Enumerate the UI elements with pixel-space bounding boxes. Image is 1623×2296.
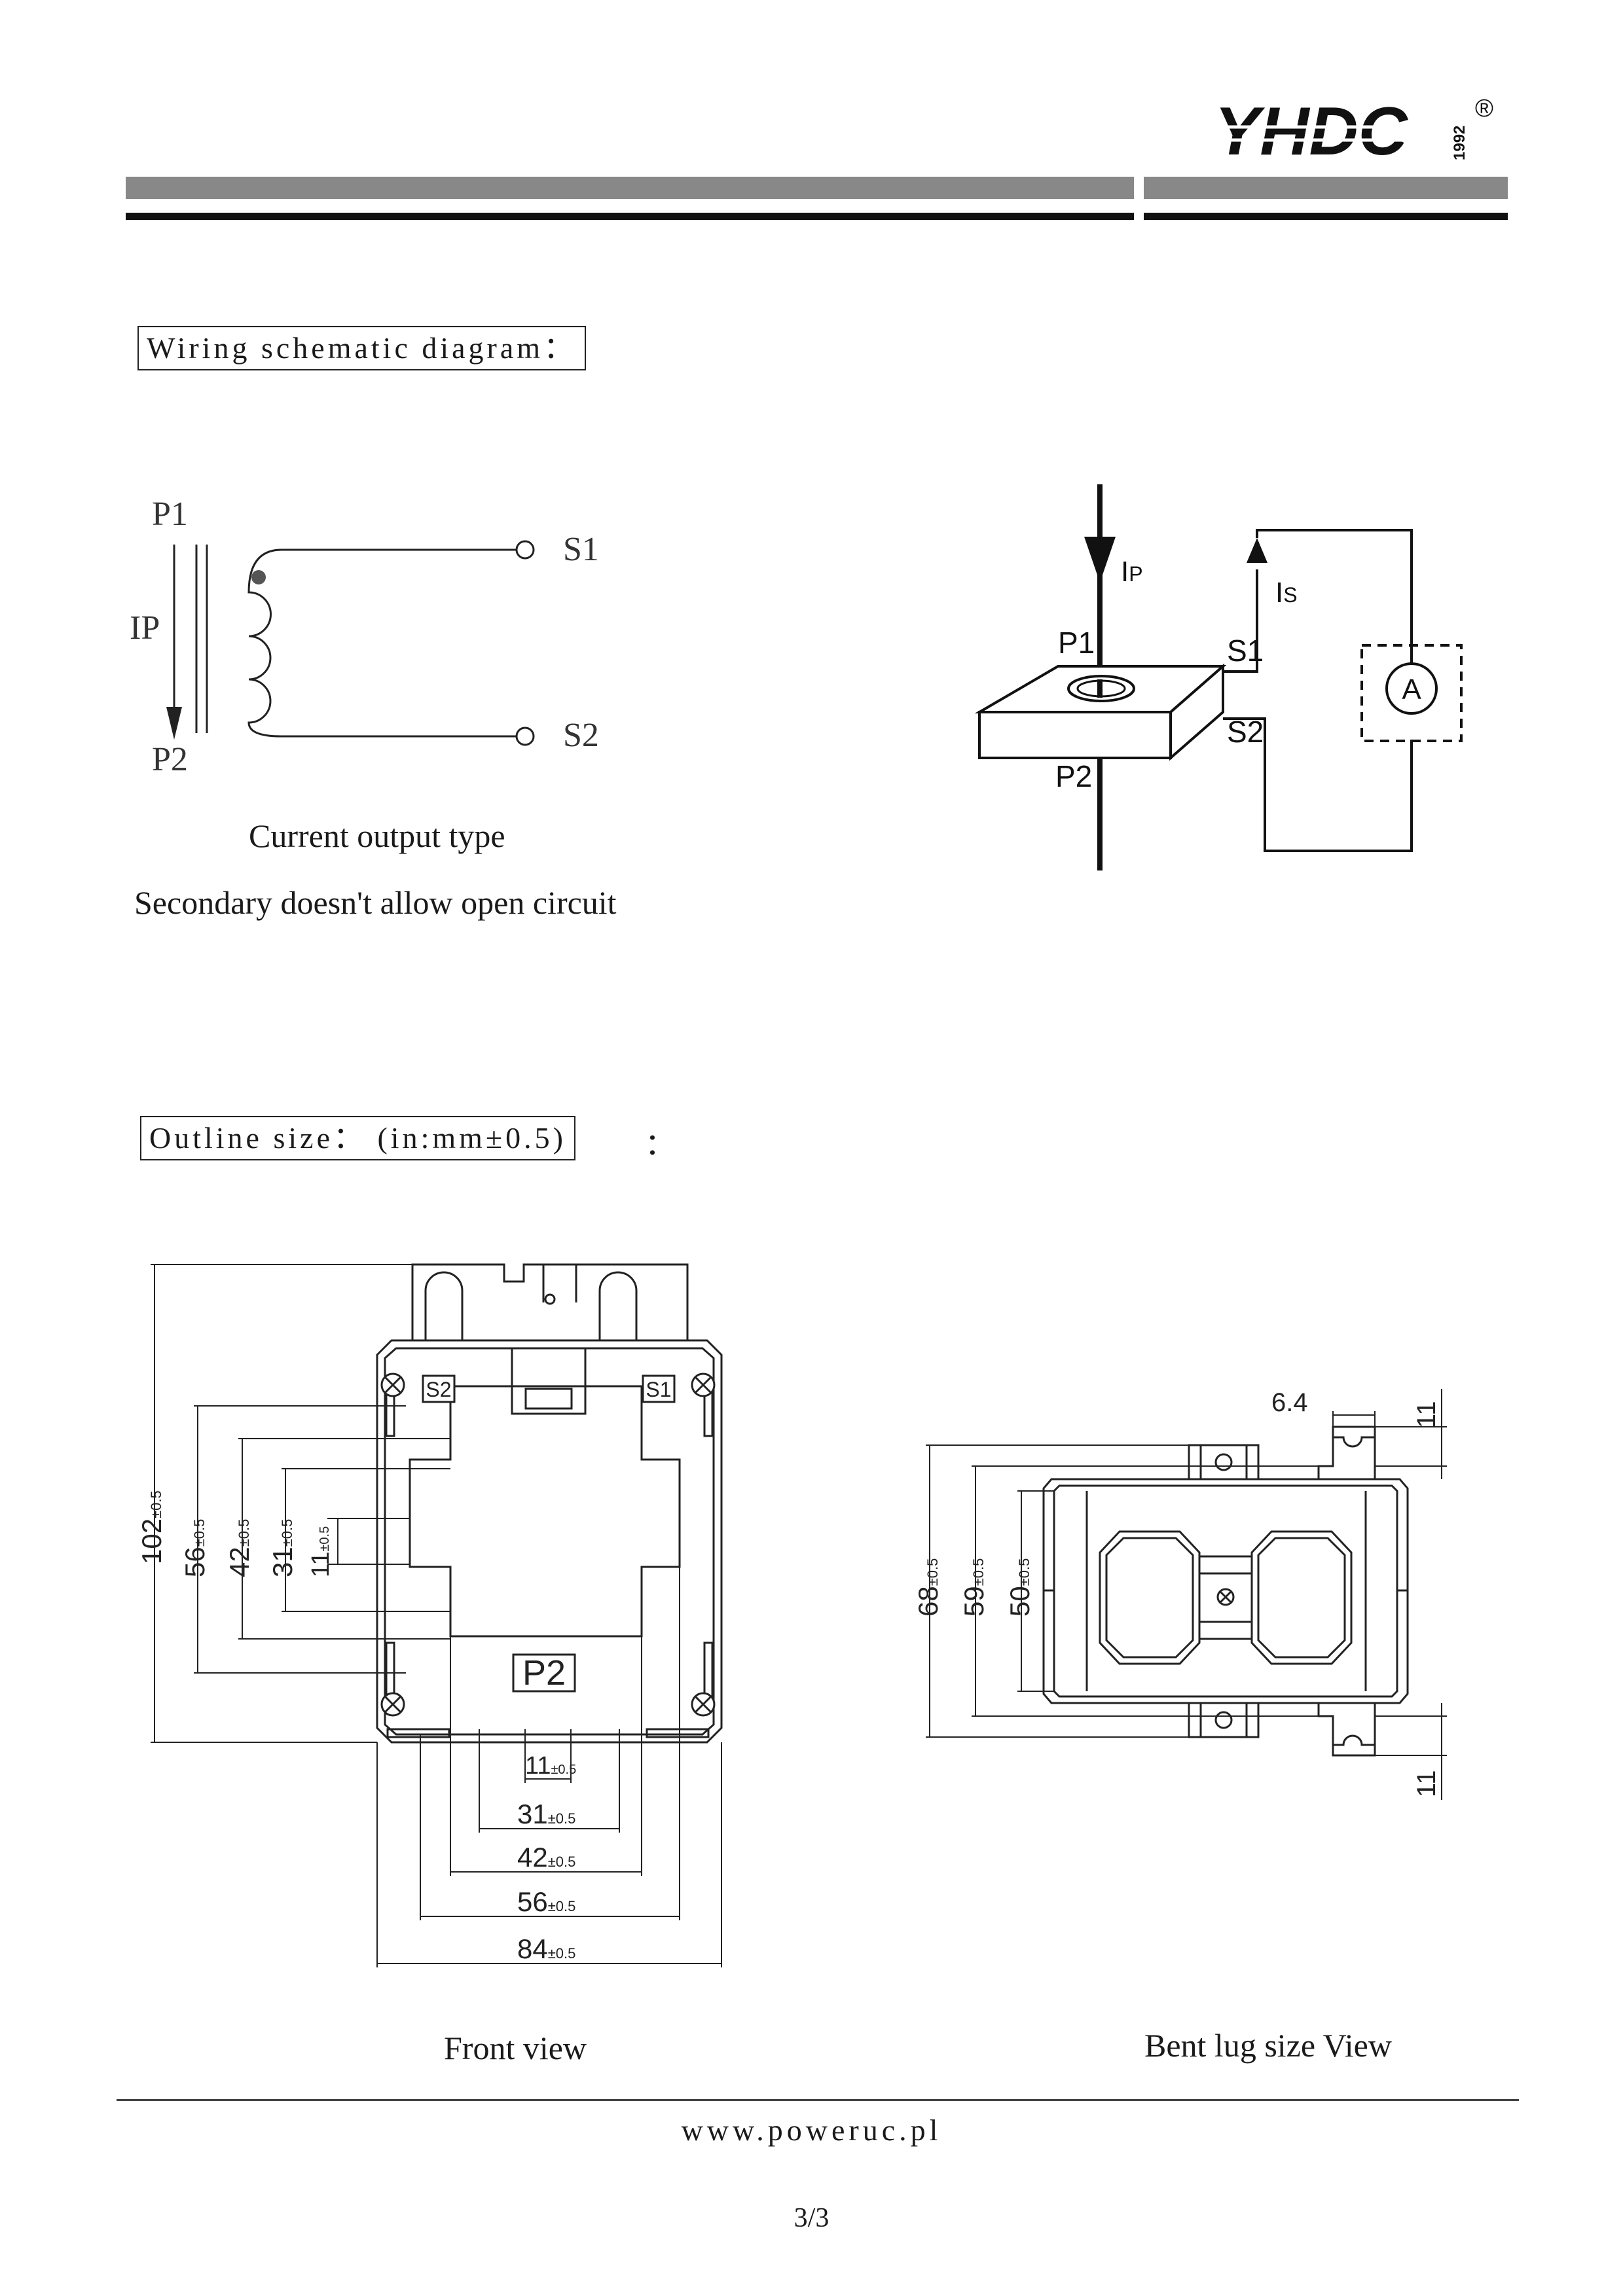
primary-current-label: IP xyxy=(130,609,160,647)
primary-current-arrow-icon xyxy=(1084,537,1116,583)
brand-logo: YHDC 1992 ® xyxy=(1214,94,1496,170)
schematic-caption-note: Secondary doesn't allow open circuit xyxy=(134,884,617,921)
header-rule-gray xyxy=(126,177,1134,199)
footer-url[interactable]: www.poweruc.pl xyxy=(681,2113,942,2147)
ammeter-icon xyxy=(1385,662,1438,715)
primary-p2-label: P2 xyxy=(152,741,188,778)
bent-lug-view-drawing: 68±0.5 59±0.5 50±0.5 6.4 11 11 xyxy=(890,1381,1480,1813)
bent-lug-view-caption: Bent lug size View xyxy=(1144,2027,1392,2064)
ammeter-box xyxy=(1360,644,1463,742)
lug-dim-slot: 6.4 xyxy=(1271,1388,1308,1417)
p2-label: P2 xyxy=(1055,759,1092,793)
page-number: 3/3 xyxy=(793,2203,830,2233)
secondary-s1-label: S1 xyxy=(563,531,599,568)
polarity-dot-icon xyxy=(251,570,266,584)
wiring-schematic: P1 IP P2 S1 S2 xyxy=(118,484,655,785)
header-rule-gray xyxy=(1144,177,1508,199)
is-label: IS xyxy=(1275,577,1298,609)
dim-v-42: 42±0.5 xyxy=(224,1519,255,1577)
primary-p1-label: P1 xyxy=(152,495,188,533)
footer-rule xyxy=(117,2099,1519,2101)
lug-dim-50: 50±0.5 xyxy=(1004,1558,1035,1617)
registered-mark: ® xyxy=(1475,98,1493,122)
schematic-caption-type: Current output type xyxy=(249,817,505,854)
lug-dim-59: 59±0.5 xyxy=(958,1558,989,1617)
ip-label: IP xyxy=(1121,556,1143,588)
dim-h-31: 31±0.5 xyxy=(517,1799,575,1829)
ammeter-label: A xyxy=(1402,673,1421,706)
brand-text: YHDC xyxy=(1214,98,1409,164)
dim-v-56: 56±0.5 xyxy=(179,1519,210,1577)
lug-dim-top: 11 xyxy=(1412,1401,1441,1428)
dim-v-31: 31±0.5 xyxy=(267,1519,298,1577)
front-view-caption: Front view xyxy=(444,2030,587,2066)
dim-v-102: 102±0.5 xyxy=(136,1490,167,1564)
wiring-diagram-3d: IP P1 P2 IS S1 S2 A xyxy=(969,478,1480,884)
dim-v-11: 11±0.5 xyxy=(307,1526,335,1577)
p1-label: P1 xyxy=(1058,626,1095,660)
s1-label: S1 xyxy=(1227,634,1264,668)
s2-label: S2 xyxy=(1227,715,1264,749)
dim-h-11: 11±0.5 xyxy=(525,1752,576,1780)
front-label-s2: S2 xyxy=(426,1378,451,1401)
front-label-s1: S1 xyxy=(646,1378,671,1401)
dim-h-56: 56±0.5 xyxy=(517,1886,575,1917)
terminal-s2-icon xyxy=(515,726,535,746)
front-label-p2: P2 xyxy=(522,1653,566,1693)
dim-h-84: 84±0.5 xyxy=(517,1933,575,1964)
dim-h-42: 42±0.5 xyxy=(517,1842,575,1873)
header-rule-black xyxy=(1144,213,1508,220)
secondary-current-arrow-icon xyxy=(1247,538,1267,563)
outline-title-suffix: ： xyxy=(645,1128,675,1161)
brand-year: 1992 xyxy=(1451,126,1468,160)
primary-arrow-icon xyxy=(166,707,182,740)
outline-section-title: Outline size： (in:mm±0.5) xyxy=(140,1116,575,1160)
lug-dim-bottom: 11 xyxy=(1412,1770,1441,1797)
wiring-section-title: Wiring schematic diagram： xyxy=(137,326,587,370)
front-view-drawing: S2 S1 P2 102±0.5 56±0.5 42±0.5 31±0.5 11… xyxy=(118,1257,773,1977)
terminal-s1-icon xyxy=(515,540,535,560)
lug-dim-68: 68±0.5 xyxy=(913,1558,943,1617)
header-rule-black xyxy=(126,213,1134,220)
secondary-s2-label: S2 xyxy=(563,717,599,754)
